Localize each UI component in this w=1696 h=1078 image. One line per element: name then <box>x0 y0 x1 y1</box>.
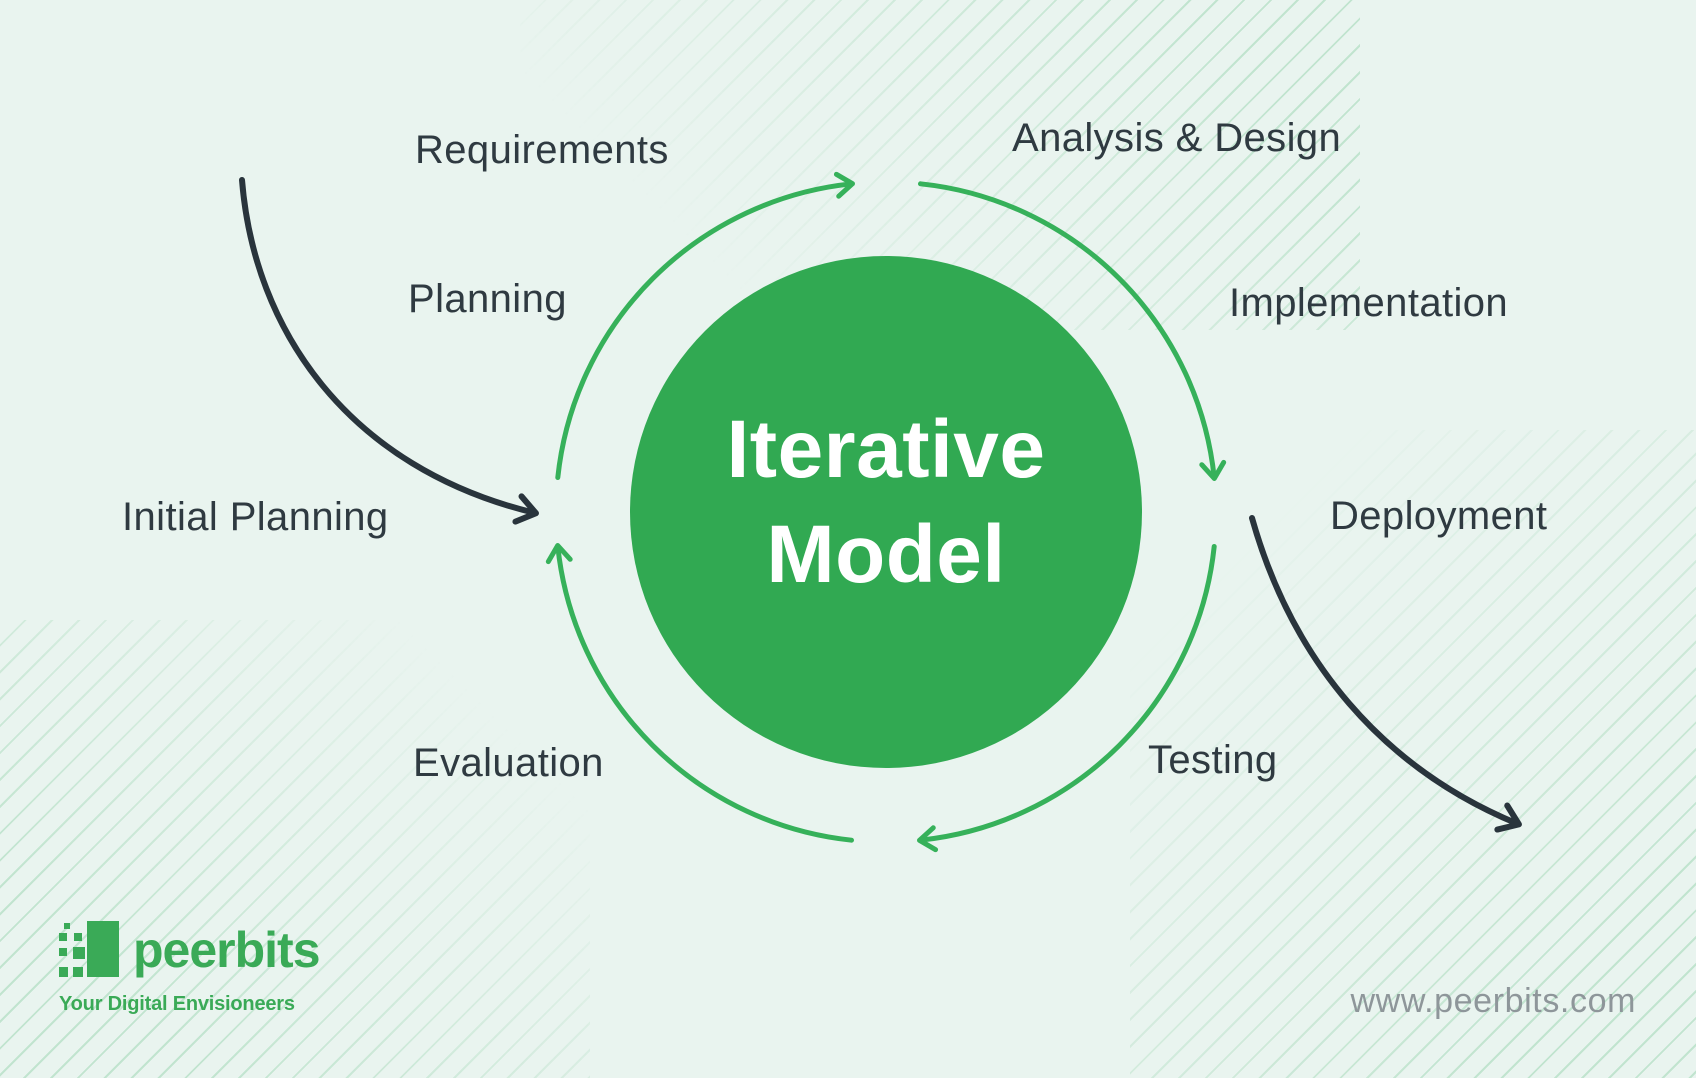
stage-label-evaluation: Evaluation <box>413 741 604 785</box>
brand-tagline: Your Digital Envisioneers <box>59 993 295 1015</box>
brand-block: peerbits Your Digital Envisioneers <box>59 921 321 1016</box>
exit-arrow <box>1249 515 1522 833</box>
peerbits-wordmark: peerbits <box>133 922 321 978</box>
stage-label-initial-planning: Initial Planning <box>122 495 389 539</box>
center-circle: Iterative Model <box>630 256 1142 768</box>
stage-label-implementation: Implementation <box>1229 281 1509 325</box>
cycle-arc-top-right <box>918 181 1227 481</box>
stage-label-analysis-design: Analysis & Design <box>1012 116 1342 160</box>
stage-label-deployment: Deployment <box>1330 494 1548 538</box>
entry-arrow <box>239 177 539 525</box>
diagram-title-line2: Model <box>766 509 1006 600</box>
stage-label-testing: Testing <box>1148 738 1278 782</box>
peerbits-logo-icon <box>59 921 119 977</box>
diagram-title-line1: Iterative <box>726 404 1046 496</box>
cycle-arc-right-bottom <box>917 544 1217 853</box>
cycle-arc-bottom-left <box>545 543 854 843</box>
website-url: www.peerbits.com <box>1350 982 1636 1020</box>
cycle-arc-left-top <box>555 171 855 480</box>
stage-label-planning: Planning <box>408 277 567 321</box>
stage-label-requirements: Requirements <box>415 128 669 172</box>
